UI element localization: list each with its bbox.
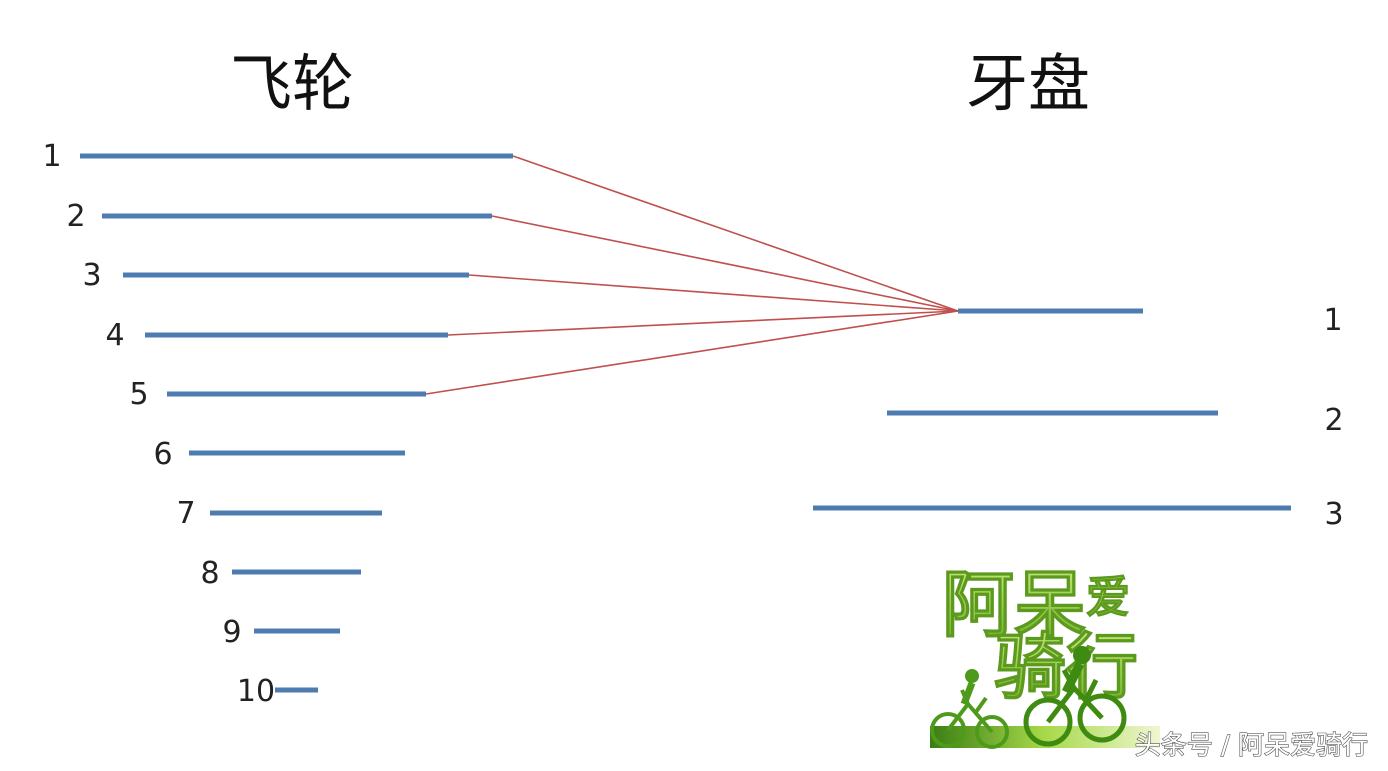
chainring-label: 1 [1323,303,1342,338]
cyclist-icon [930,669,1009,749]
connection-line [447,310,959,336]
cyclist-icon [1023,646,1127,747]
chainring-label: 3 [1324,497,1343,532]
chainring-gears: 1 2 3 [813,303,1344,532]
flywheel-cog-label: 9 [222,615,241,650]
connection-line [425,310,959,395]
flywheel-cog-label: 7 [176,496,195,531]
flywheel-cog-label: 4 [105,318,124,353]
logo-ground [930,726,1160,748]
logo-line1: 阿呆 [942,562,1086,647]
watermark: 头条号 / 阿呆爱骑行 [1135,731,1368,761]
flywheel-cog-label: 1 [42,139,61,174]
chainring-title: 牙盘 [966,47,1090,120]
logo: 阿呆 爱 骑行 [930,562,1160,749]
logo-line1-small: 爱 [1086,572,1130,623]
connection-line [512,155,959,312]
flywheel-cog-label: 5 [129,377,148,412]
flywheel-cog-label: 2 [66,199,85,234]
connection-line [491,215,959,312]
flywheel-title: 飞轮 [230,47,354,120]
flywheel-cog-label: 10 [237,674,275,709]
connection-line [468,274,959,312]
connection-lines [425,155,959,395]
flywheel-cog-label: 3 [82,258,101,293]
flywheel-cog-label: 8 [200,556,219,591]
chainring-label: 2 [1324,403,1343,438]
flywheel-cog-label: 6 [153,437,172,472]
